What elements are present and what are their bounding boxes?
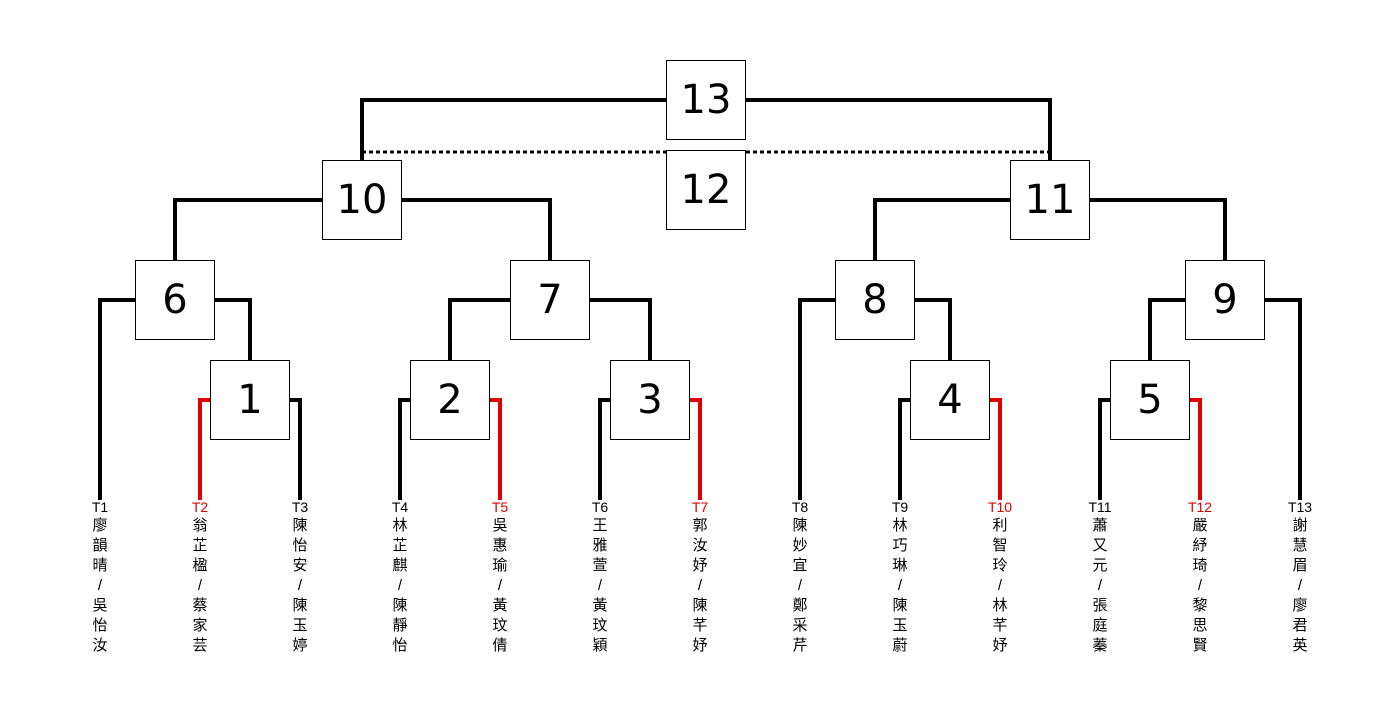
team-code: T4 — [391, 499, 409, 515]
team-7-line — [690, 398, 702, 500]
match-9-box: 9 — [1185, 260, 1265, 340]
team-code: T11 — [1088, 499, 1112, 515]
match-7-box: 7 — [510, 260, 590, 340]
match-12-box: 12 — [666, 150, 746, 230]
match-1-box: 1 — [210, 360, 290, 440]
team-players: 陳怡安/陳玉婷 — [292, 517, 308, 654]
match-10-to-13-line — [360, 98, 666, 160]
match-8-box: 8 — [835, 260, 915, 340]
match-3-to-7-line — [590, 298, 652, 360]
match-9-to-11-line — [1090, 198, 1227, 260]
team-code: T1 — [91, 499, 109, 515]
match-5-to-9-line — [1148, 298, 1185, 360]
team-code: T10 — [987, 499, 1013, 515]
team-code: T12 — [1187, 499, 1213, 515]
team-1-line — [98, 298, 135, 500]
team-code: T8 — [791, 499, 809, 515]
match-8-to-11-line — [873, 198, 1010, 260]
team-3-line — [290, 398, 302, 500]
team-6: T6 王雅萱/黃玟穎 — [580, 498, 620, 656]
team-10-line — [990, 398, 1002, 500]
team-8-line — [798, 298, 835, 500]
match-2-box: 2 — [410, 360, 490, 440]
team-8: T8 陳妙宜/鄭采芹 — [780, 498, 820, 656]
team-3: T3 陳怡安/陳玉婷 — [280, 498, 320, 656]
team-9-line — [898, 398, 910, 500]
match-11-to-13-line — [746, 98, 1052, 160]
team-players: 嚴紓琦/黎思賢 — [1192, 517, 1208, 654]
team-7: T7 郭汝妤/陳芊妤 — [680, 498, 720, 656]
match-10-box: 10 — [322, 160, 402, 240]
match-4-to-8-line — [915, 298, 952, 360]
match-1-to-6-line — [215, 298, 252, 360]
team-code: T3 — [291, 499, 309, 515]
team-players: 吳惠瑜/黃玟倩 — [492, 517, 508, 654]
team-5: T5 吳惠瑜/黃玟倩 — [480, 498, 520, 656]
team-players: 郭汝妤/陳芊妤 — [692, 517, 708, 654]
team-6-line — [598, 398, 610, 500]
team-players: 利智玲/林芊妤 — [992, 517, 1008, 654]
match-5-box: 5 — [1110, 360, 1190, 440]
team-code: T2 — [191, 499, 209, 515]
team-2: T2 翁芷楹/蔡家芸 — [180, 498, 220, 656]
team-code: T6 — [591, 499, 609, 515]
match-6-box: 6 — [135, 260, 215, 340]
team-players: 翁芷楹/蔡家芸 — [192, 517, 208, 654]
team-9: T9 林巧琳/陳玉蔚 — [880, 498, 920, 656]
match-6-to-10-line — [173, 198, 322, 260]
team-5-line — [490, 398, 502, 500]
match-11-box: 11 — [1010, 160, 1090, 240]
team-players: 林芷麒/陳靜怡 — [392, 517, 408, 654]
team-12: T12 嚴紓琦/黎思賢 — [1180, 498, 1220, 656]
team-players: 廖韻晴/吳怡汝 — [92, 517, 108, 654]
team-4-line — [398, 398, 410, 500]
team-code: T9 — [891, 499, 909, 515]
team-players: 陳妙宜/鄭采芹 — [792, 517, 808, 654]
team-players: 王雅萱/黃玟穎 — [592, 517, 608, 654]
match-13-box: 13 — [666, 60, 746, 140]
team-code: T13 — [1287, 499, 1313, 515]
team-13: T13 謝慧眉/廖君英 — [1280, 498, 1320, 656]
team-13-line — [1265, 298, 1302, 500]
match-2-to-7-line — [448, 298, 510, 360]
team-2-line — [198, 398, 210, 500]
team-11-line — [1098, 398, 1110, 500]
team-1: T1 廖韻晴/吳怡汝 — [80, 498, 120, 656]
match-3-box: 3 — [610, 360, 690, 440]
team-code: T5 — [491, 499, 509, 515]
team-12-line — [1190, 398, 1202, 500]
team-4: T4 林芷麒/陳靜怡 — [380, 498, 420, 656]
team-11: T11 蕭又元/張庭蓁 — [1080, 498, 1120, 656]
team-players: 謝慧眉/廖君英 — [1292, 517, 1308, 654]
team-code: T7 — [691, 499, 709, 515]
match-4-box: 4 — [910, 360, 990, 440]
match-7-to-10-line — [402, 198, 552, 260]
team-players: 林巧琳/陳玉蔚 — [892, 517, 908, 654]
team-10: T10 利智玲/林芊妤 — [980, 498, 1020, 656]
team-players: 蕭又元/張庭蓁 — [1092, 517, 1108, 654]
